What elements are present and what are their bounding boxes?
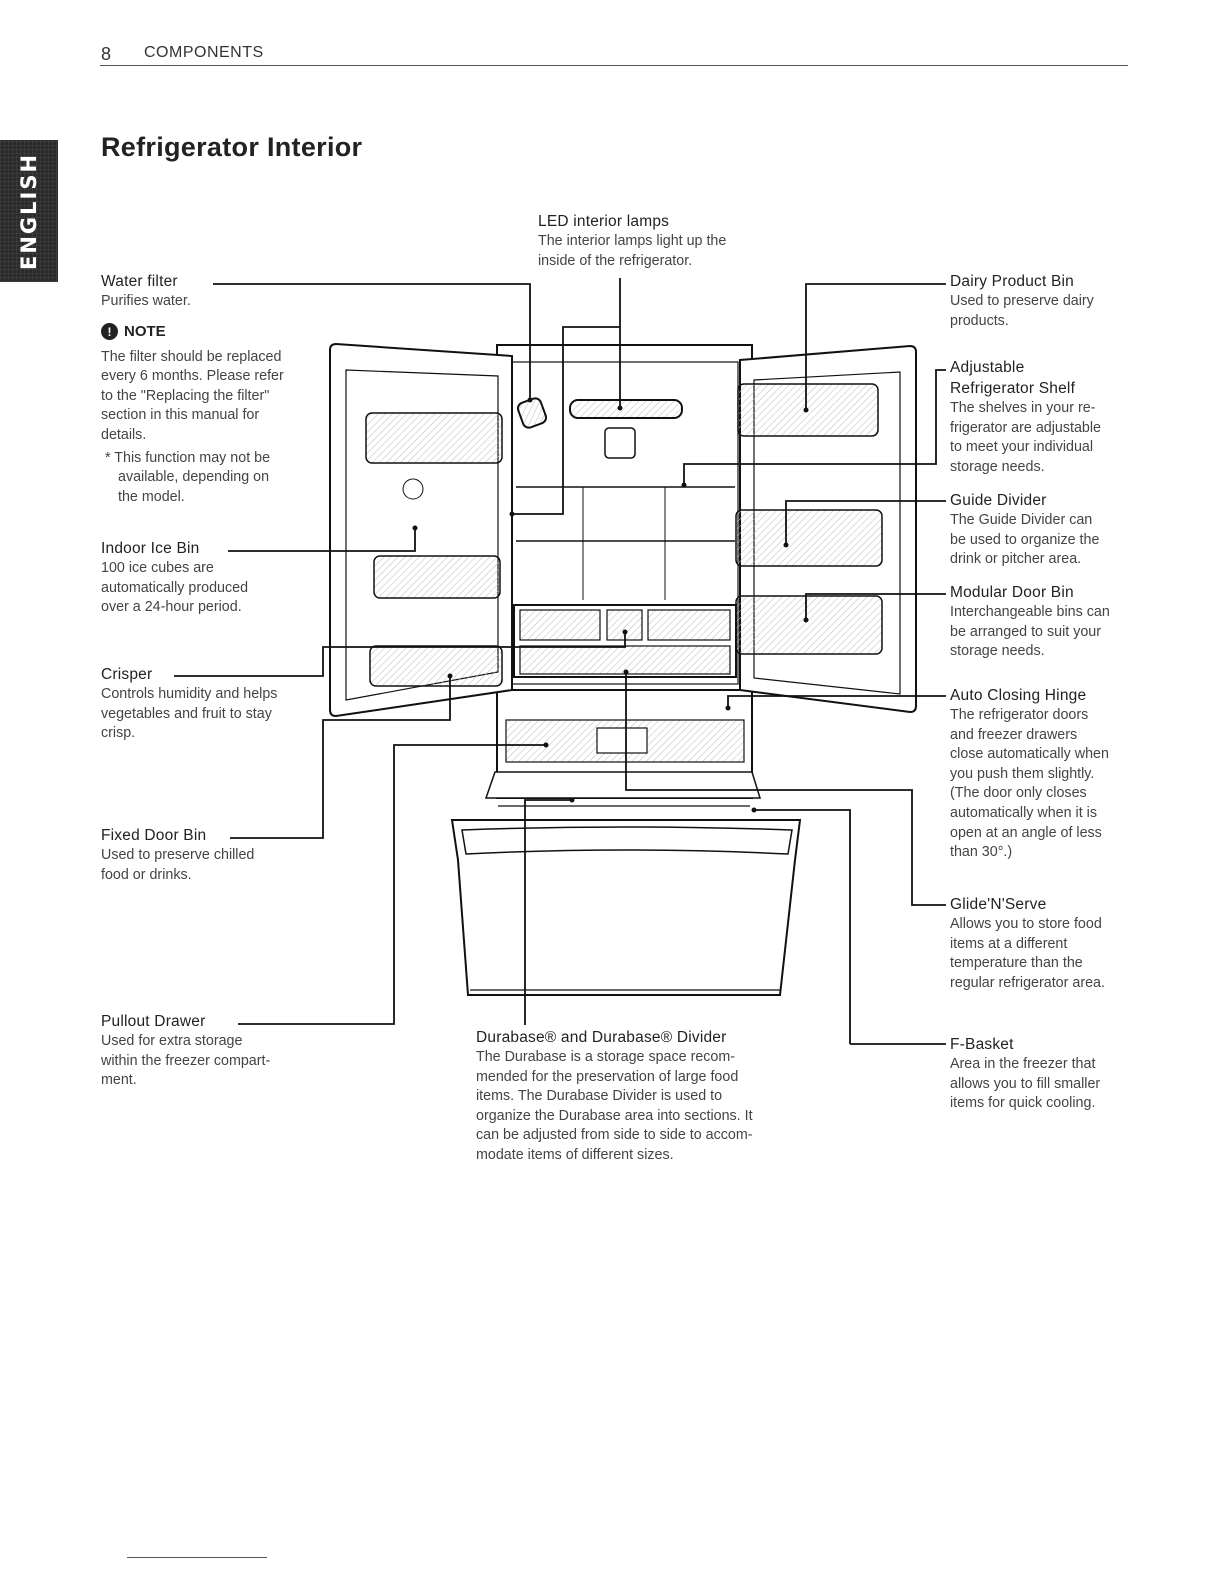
note-footnote: * This function may not be available, de…: [101, 449, 311, 507]
label-desc-line: be used to organize the: [950, 531, 1140, 551]
label-desc-line: Area in the freezer that: [950, 1055, 1140, 1075]
label-desc-line: Interchangeable bins can: [950, 603, 1140, 623]
footer-divider: [127, 1557, 267, 1558]
label-desc-line: frigerator are adjustable: [950, 419, 1140, 439]
label-desc-line: Used to preserve dairy: [950, 292, 1140, 312]
note-heading-text: NOTE: [124, 323, 166, 340]
label-desc-line: and freezer drawers: [950, 726, 1140, 746]
label-desc-line: The Guide Divider can: [950, 511, 1140, 531]
note-line: * This function may not be: [101, 449, 311, 468]
label-title: Auto Closing Hinge: [950, 685, 1140, 706]
label-desc-line: storage needs.: [950, 642, 1140, 662]
label-desc-line: The shelves in your re-: [950, 399, 1140, 419]
label-led-lamps: LED interior lamps The interior lamps li…: [538, 211, 768, 271]
label-desc-line: Controls humidity and helps: [101, 685, 311, 705]
label-desc-line: open at an angle of less: [950, 824, 1140, 844]
label-title: Glide'N'Serve: [950, 894, 1140, 915]
note-line: the model.: [101, 488, 311, 507]
note-line: The filter should be replaced: [101, 348, 311, 367]
label-water-filter: Water filter Purifies water.: [101, 271, 301, 312]
note-line: available, depending on: [101, 468, 311, 487]
label-title: Crisper: [101, 664, 311, 685]
label-desc-line: automatically produced: [101, 579, 301, 599]
label-desc-line: than 30°.): [950, 843, 1140, 863]
label-title: Pullout Drawer: [101, 1011, 311, 1032]
note-line: to the "Replacing the filter": [101, 387, 311, 406]
label-desc-line: can be adjusted from side to side to acc…: [476, 1126, 796, 1146]
label-desc-line: storage needs.: [950, 458, 1140, 478]
label-ice-bin: Indoor Ice Bin 100 ice cubes are automat…: [101, 538, 301, 618]
note-line: section in this manual for: [101, 406, 311, 425]
label-desc-line: mended for the preservation of large foo…: [476, 1068, 796, 1088]
note-heading: ! NOTE: [101, 323, 166, 340]
label-desc-line: to meet your individual: [950, 438, 1140, 458]
freezer-drawer: [452, 820, 800, 995]
label-desc-line: be arranged to suit your: [950, 623, 1140, 643]
label-auto-closing-hinge: Auto Closing Hinge The refrigerator door…: [950, 685, 1140, 863]
label-desc-line: within the freezer compart-: [101, 1052, 311, 1072]
note-body: The filter should be replaced every 6 mo…: [101, 348, 311, 445]
label-desc-line: inside of the refrigerator.: [538, 252, 768, 272]
label-title: Dairy Product Bin: [950, 271, 1140, 292]
label-title: Modular Door Bin: [950, 582, 1140, 603]
label-desc-line: The refrigerator doors: [950, 706, 1140, 726]
label-desc-line: Purifies water.: [101, 292, 301, 312]
label-glide-n-serve: Glide'N'Serve Allows you to store food i…: [950, 894, 1140, 993]
label-desc-line: ment.: [101, 1071, 311, 1091]
label-desc-line: Allows you to store food: [950, 915, 1140, 935]
label-title: Refrigerator Shelf: [950, 378, 1140, 399]
label-title: Durabase® and Durabase® Divider: [476, 1027, 796, 1048]
refrigerator-cabinet: [486, 345, 760, 806]
label-fixed-door-bin: Fixed Door Bin Used to preserve chilled …: [101, 825, 301, 885]
label-desc-line: crisp.: [101, 724, 311, 744]
label-desc-line: items. The Durabase Divider is used to: [476, 1087, 796, 1107]
label-desc-line: Used to preserve chilled: [101, 846, 301, 866]
right-door: [736, 346, 916, 712]
label-guide-divider: Guide Divider The Guide Divider can be u…: [950, 490, 1140, 570]
label-desc-line: products.: [950, 312, 1140, 332]
note-line: every 6 months. Please refer: [101, 367, 311, 386]
label-desc-line: items at a different: [950, 935, 1140, 955]
label-desc-line: regular refrigerator area.: [950, 974, 1140, 994]
label-desc-line: items for quick cooling.: [950, 1094, 1140, 1114]
label-f-basket: F-Basket Area in the freezer that allows…: [950, 1034, 1140, 1114]
label-title: Guide Divider: [950, 490, 1140, 511]
label-dairy-bin: Dairy Product Bin Used to preserve dairy…: [950, 271, 1140, 331]
label-desc-line: The Durabase is a storage space recom-: [476, 1048, 796, 1068]
label-adjustable-shelf: Adjustable Refrigerator Shelf The shelve…: [950, 357, 1140, 477]
label-desc-line: you push them slightly.: [950, 765, 1140, 785]
label-modular-door-bin: Modular Door Bin Interchangeable bins ca…: [950, 582, 1140, 662]
label-desc-line: modate items of different sizes.: [476, 1146, 796, 1166]
label-desc-line: food or drinks.: [101, 866, 301, 886]
exclamation-icon: !: [101, 323, 118, 340]
label-durabase: Durabase® and Durabase® Divider The Dura…: [476, 1027, 796, 1166]
label-desc-line: allows you to fill smaller: [950, 1075, 1140, 1095]
note-line: details.: [101, 426, 311, 445]
label-desc-line: The interior lamps light up the: [538, 232, 768, 252]
label-desc-line: close automatically when: [950, 745, 1140, 765]
label-title: Indoor Ice Bin: [101, 538, 301, 559]
label-desc-line: over a 24-hour period.: [101, 598, 301, 618]
label-crisper: Crisper Controls humidity and helps vege…: [101, 664, 311, 744]
label-title: F-Basket: [950, 1034, 1140, 1055]
label-desc-line: organize the Durabase area into sections…: [476, 1107, 796, 1127]
label-desc-line: temperature than the: [950, 954, 1140, 974]
label-title: Adjustable: [950, 357, 1140, 378]
label-title: Fixed Door Bin: [101, 825, 301, 846]
left-door: [330, 344, 512, 716]
label-pullout-drawer: Pullout Drawer Used for extra storage wi…: [101, 1011, 311, 1091]
label-desc-line: (The door only closes: [950, 784, 1140, 804]
label-desc-line: 100 ice cubes are: [101, 559, 301, 579]
label-desc-line: automatically when it is: [950, 804, 1140, 824]
label-title: LED interior lamps: [538, 211, 768, 232]
label-title: Water filter: [101, 271, 301, 292]
label-desc-line: vegetables and fruit to stay: [101, 705, 311, 725]
label-desc-line: Used for extra storage: [101, 1032, 311, 1052]
label-desc-line: drink or pitcher area.: [950, 550, 1140, 570]
